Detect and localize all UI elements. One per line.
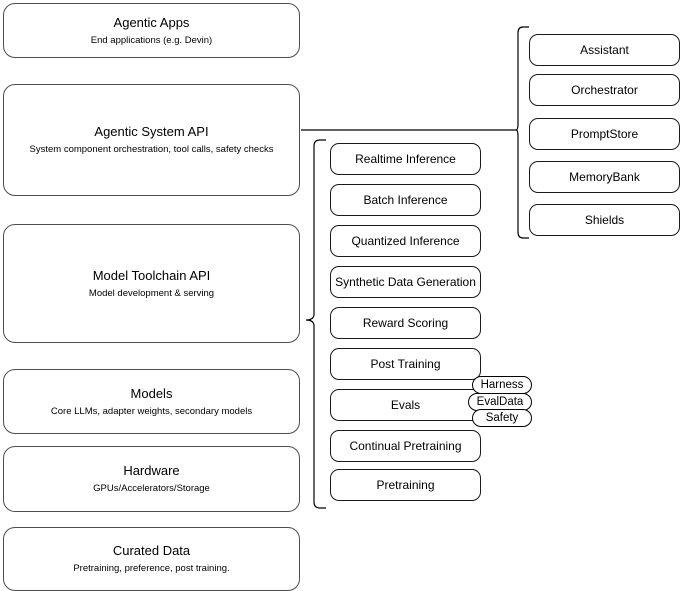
toolchain-item-pretraining[interactable]: Pretraining <box>330 469 481 501</box>
agentic-item-orchestrator[interactable]: Orchestrator <box>529 74 680 106</box>
layer-title: Model Toolchain API <box>92 267 211 283</box>
layer-subtitle: Pretraining, preference, post training. <box>73 563 230 574</box>
toolchain-item-synthetic-data-generation[interactable]: Synthetic Data Generation <box>330 266 481 298</box>
evals-pill-safety[interactable]: Safety <box>472 409 532 427</box>
toolchain-item-batch-inference[interactable]: Batch Inference <box>330 184 481 216</box>
layer-title: Agentic System API <box>94 124 209 139</box>
agentic-item-promptstore[interactable]: PromptStore <box>529 118 680 150</box>
toolchain-item-post-training[interactable]: Post Training <box>330 348 481 380</box>
layer-subtitle: End applications (e.g. Devin) <box>90 34 213 46</box>
bracket-toolchain-components <box>305 139 326 509</box>
toolchain-item-realtime-inference[interactable]: Realtime Inference <box>330 143 481 175</box>
agentic-item-memorybank[interactable]: MemoryBank <box>529 161 680 193</box>
toolchain-item-reward-scoring[interactable]: Reward Scoring <box>330 307 481 339</box>
layer-title: Agentic Apps <box>113 14 190 30</box>
layer-subtitle: GPUs/Accelerators/Storage <box>93 483 210 494</box>
layer-box-hardware[interactable]: Hardware GPUs/Accelerators/Storage <box>3 446 300 512</box>
agentic-item-assistant[interactable]: Assistant <box>529 34 680 66</box>
toolchain-item-continual-pretraining[interactable]: Continual Pretraining <box>330 430 481 462</box>
toolchain-item-evals[interactable]: Evals <box>330 389 481 421</box>
layer-box-curated-data[interactable]: Curated Data Pretraining, preference, po… <box>3 527 300 591</box>
layer-title: Models <box>130 385 173 401</box>
layer-box-model-toolchain-api[interactable]: Model Toolchain API Model development & … <box>3 224 300 343</box>
layer-subtitle: Model development & serving <box>88 287 215 299</box>
evals-pill-harness[interactable]: Harness <box>472 376 532 394</box>
layer-title: Hardware <box>123 463 180 478</box>
layer-title: Curated Data <box>112 543 191 558</box>
bracket-agentic-components <box>515 26 529 239</box>
layer-box-models[interactable]: Models Core LLMs, adapter weights, secon… <box>3 369 300 434</box>
layer-box-agentic-system-api[interactable]: Agentic System API System component orch… <box>3 84 300 196</box>
agentic-item-shields[interactable]: Shields <box>529 204 680 236</box>
layer-subtitle: System component orchestration, tool cal… <box>29 144 274 155</box>
layer-box-agentic-apps[interactable]: Agentic Apps End applications (e.g. Devi… <box>3 3 300 58</box>
layer-subtitle: Core LLMs, adapter weights, secondary mo… <box>50 405 253 417</box>
toolchain-item-quantized-inference[interactable]: Quantized Inference <box>330 225 481 257</box>
